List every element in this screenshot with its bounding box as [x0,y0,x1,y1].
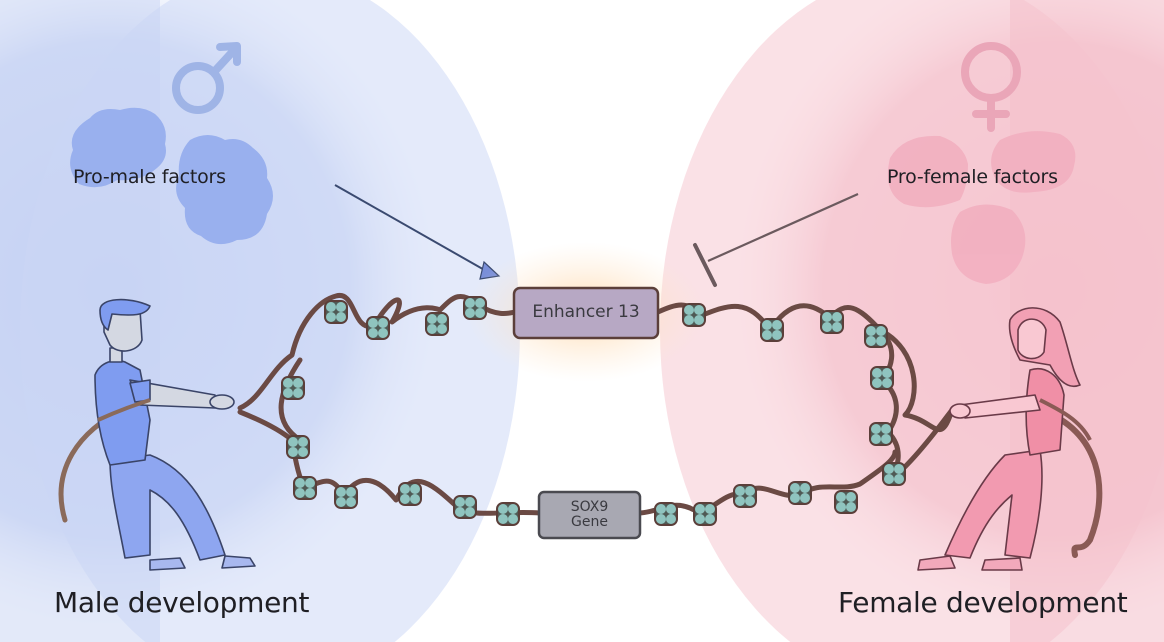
pro-male-factor-blobs [70,107,273,245]
pro-female-factor-blobs [887,131,1076,284]
enhancer-13-box [512,286,660,340]
sox9-gene-box [537,490,642,540]
male-symbol-icon [172,42,241,114]
male-development-label: Male development [54,586,310,619]
female-symbol-icon [961,42,1021,132]
female-figure [917,307,1103,571]
sox9-gene-label-line1: SOX9 [570,499,609,516]
pro-male-factors-label: Pro-male factors [73,166,226,188]
female-development-label: Female development [838,586,1128,619]
enhancer-13-label: Enhancer 13 [532,302,640,323]
pro-female-factors-label: Pro-female factors [887,166,1058,188]
inhibition-arrow [693,192,859,287]
sox9-gene-label: SOX9 Gene [539,492,640,538]
male-figure [58,298,256,571]
sox9-gene-label-line2: Gene [571,514,608,530]
